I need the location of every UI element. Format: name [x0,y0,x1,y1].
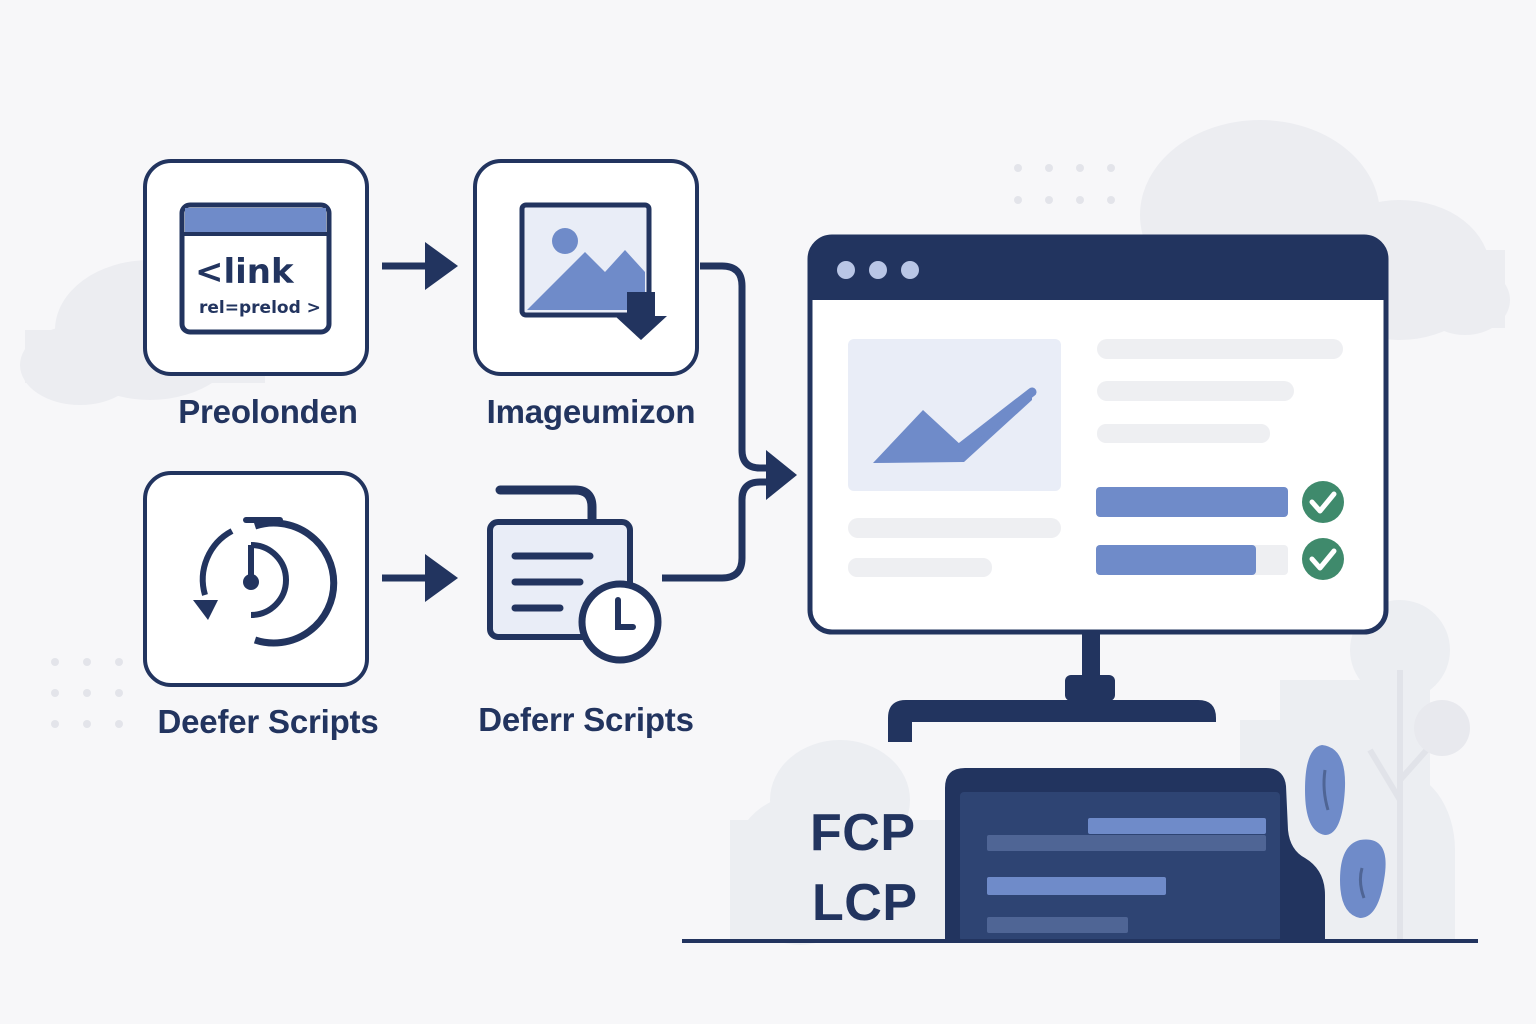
decor-dot [115,689,123,697]
step-label-image: Imageumizon [486,393,696,430]
decor-dot [115,720,123,728]
decor-dot [1014,164,1022,172]
step-label-timer: Deefer Scripts [157,703,379,740]
decor-dot [83,720,91,728]
connector-arrowhead [766,450,797,500]
decor-dot [1014,196,1022,204]
decor-dot [1107,196,1115,204]
decor-dot [83,689,91,697]
progress-bar-2 [1096,545,1288,575]
decor-dot [83,658,91,666]
plant-vein-icon [1322,769,1366,899]
metric-lcp: LCP [812,874,918,932]
decor-dot [1076,164,1084,172]
metric-fcp: FCP [810,804,916,862]
check-icon [1302,538,1344,580]
placeholder-line [1097,424,1270,443]
step-card-image [473,159,699,376]
monitor-stand [888,700,1216,742]
decor-dot [51,658,59,666]
chart-preview-icon [848,339,1061,491]
decor-dot [51,720,59,728]
code-line-1: <link [195,252,295,292]
timer-icon [193,517,338,647]
window-dot-icon [837,261,855,279]
code-line-2: rel=prelod > [199,298,321,318]
monitor-neck [1082,632,1100,678]
decor-dot [1076,196,1084,204]
step-card-timer [143,471,369,687]
step-label-preload: Preolonden [178,393,358,430]
dots-left [51,658,123,728]
placeholder-line [848,518,1061,538]
arrow-timer-to-scripts [382,554,458,602]
tree-leaf-decoration [1414,700,1470,756]
decor-dot [1107,164,1115,172]
arrow-preload-to-image [382,242,458,290]
dots-top [1014,164,1115,204]
placeholder-line [848,558,992,577]
window-dot-icon [869,261,887,279]
monitor-joint [1065,675,1115,701]
step-label-scripts: Deferr Scripts [478,701,694,738]
placeholder-line [1097,339,1343,359]
window-dot-icon [901,261,919,279]
dashboard-device [945,768,1325,942]
placeholder-line [1097,381,1294,401]
decor-dot [115,658,123,666]
decor-dot [1045,196,1053,204]
decor-dot [1045,164,1053,172]
document-clock-icon [487,485,662,664]
progress-bar-1 [1096,487,1288,517]
decor-dot [51,689,59,697]
link-preload-icon: <link rel=prelod > [179,202,332,335]
monitor [807,234,1389,742]
check-icon [1302,481,1344,523]
step-card-preload: <link rel=prelod > [143,159,369,376]
image-download-icon [519,202,667,340]
connector-to-monitor [662,262,770,582]
